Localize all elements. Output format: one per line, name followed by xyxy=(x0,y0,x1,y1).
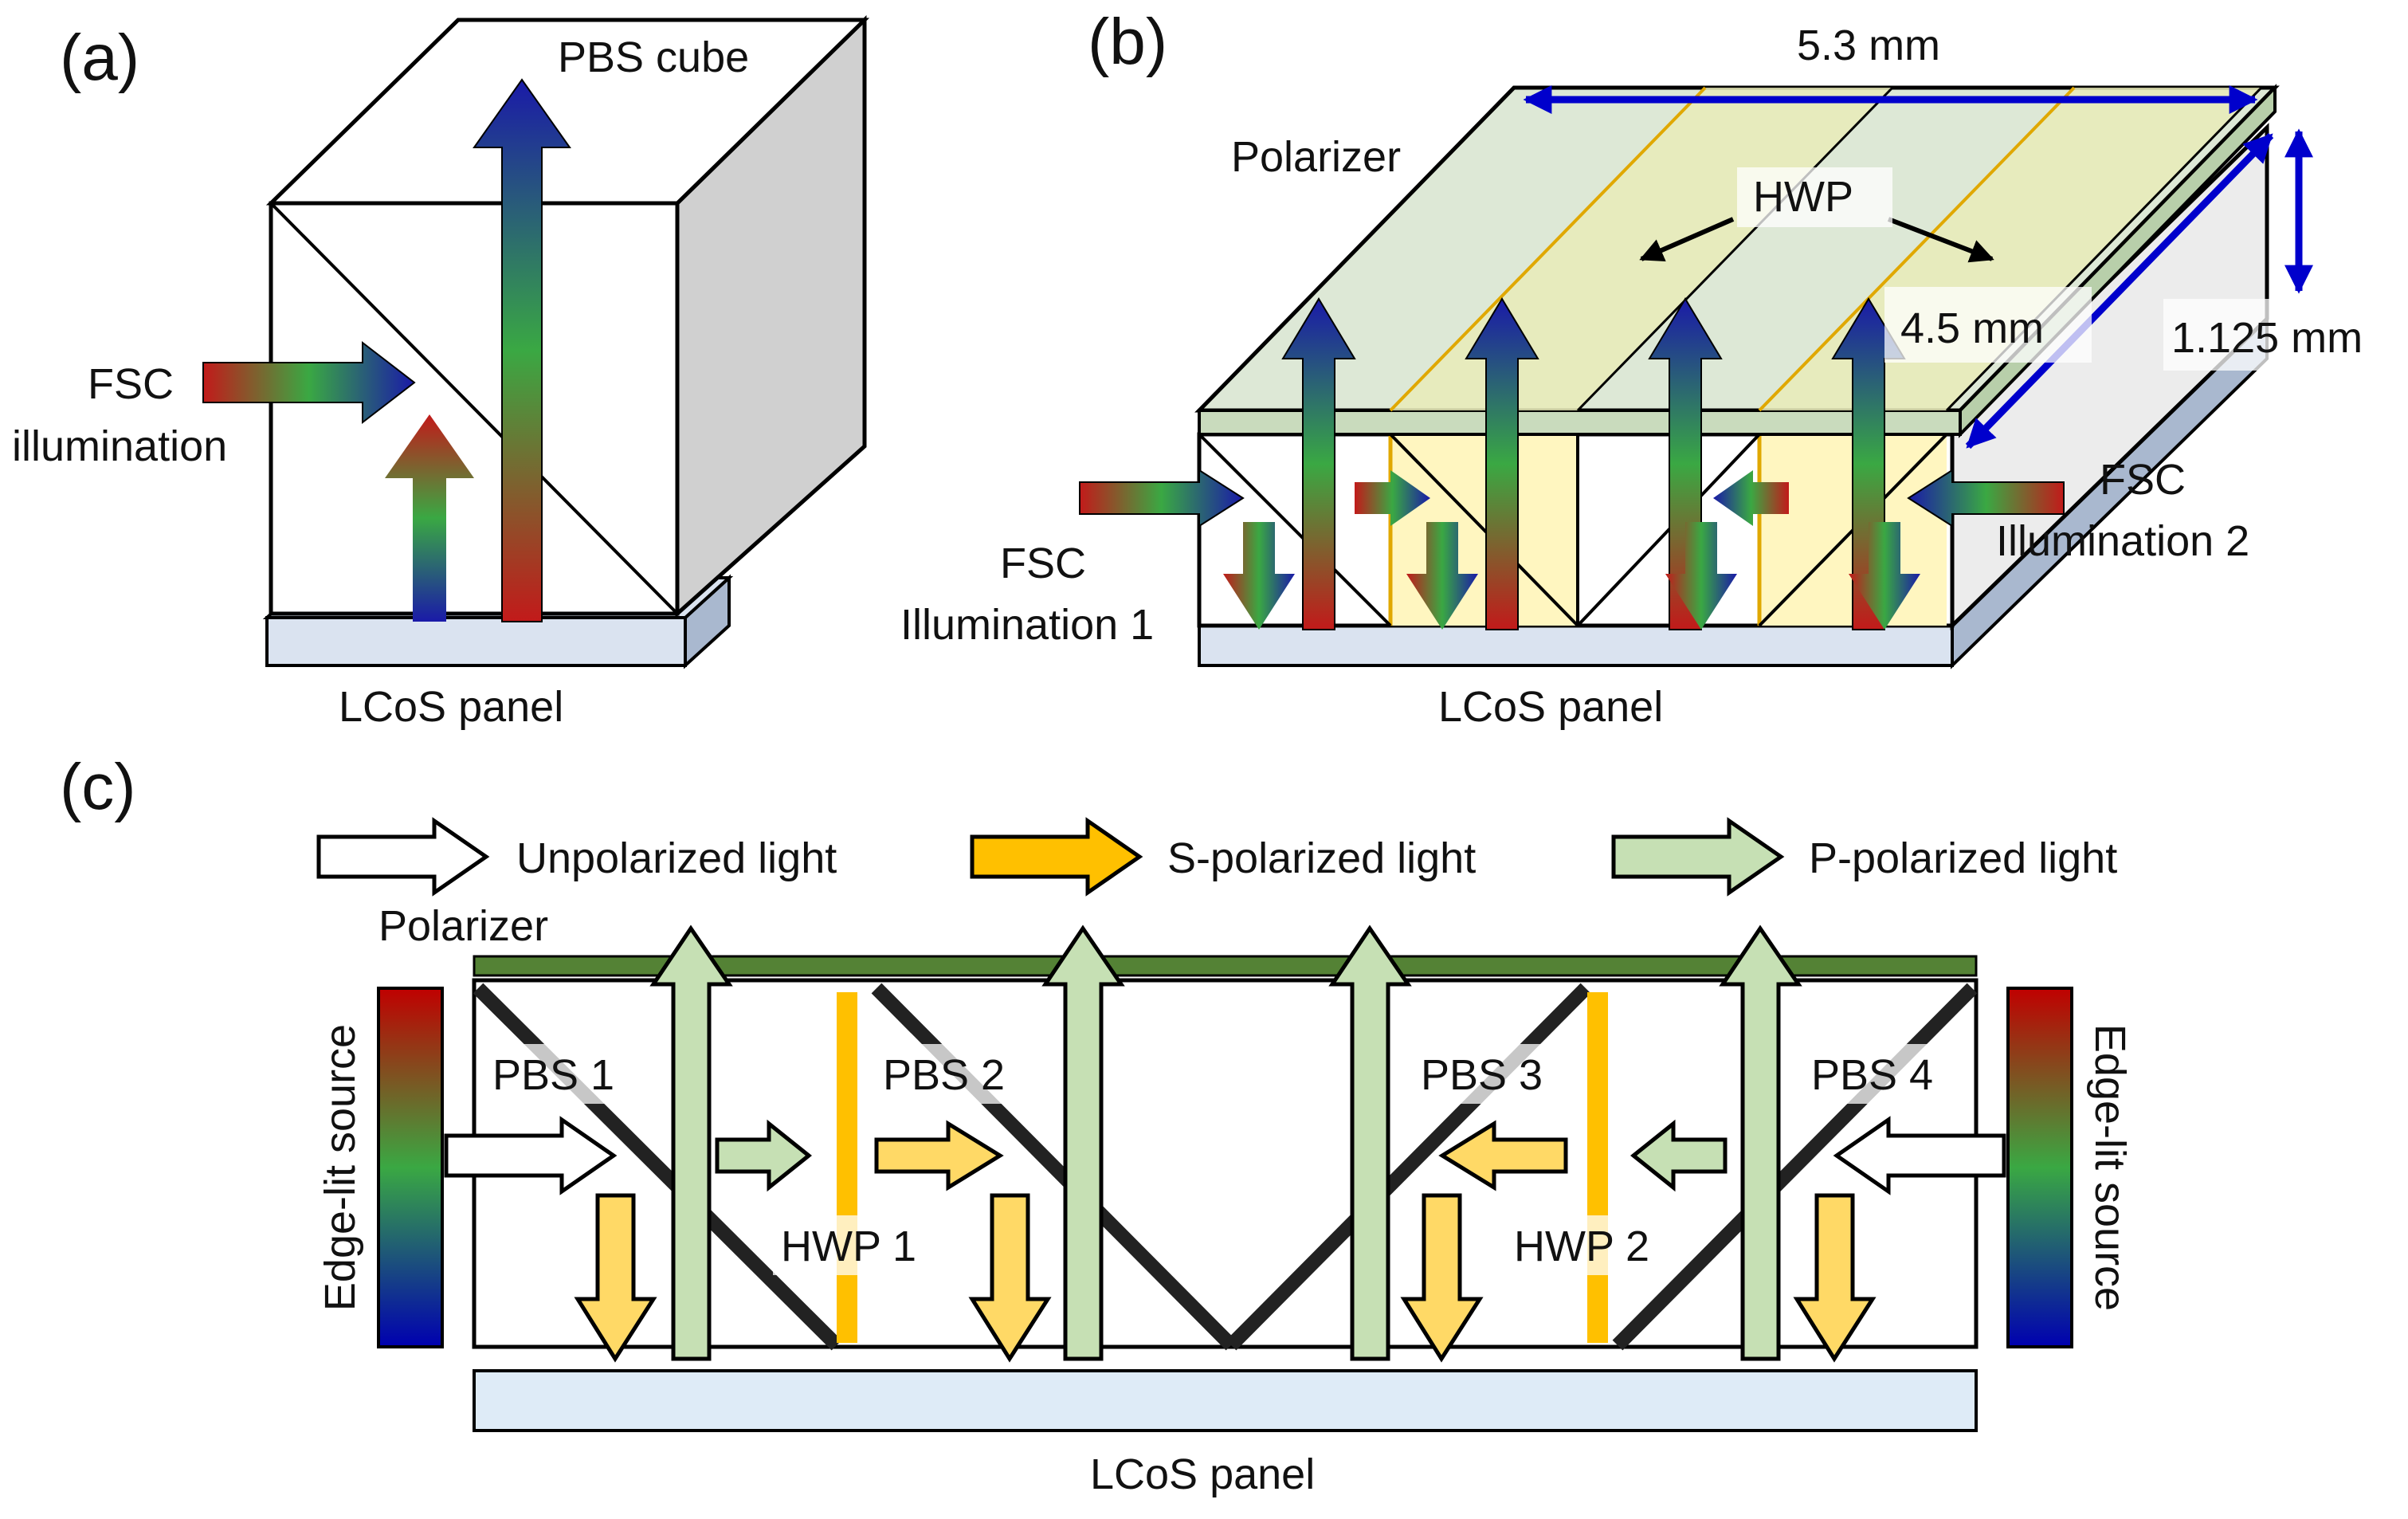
pbs2-label-bg xyxy=(873,1044,1032,1104)
legend-s-polarized-arrow xyxy=(970,817,1143,897)
hwp-label-b: HWP xyxy=(1753,173,1853,221)
panel-b-strip-edge-1 xyxy=(1576,86,1894,412)
panel-a-fsc-arrow xyxy=(202,340,416,425)
panel-b-lcos-front xyxy=(1198,624,1954,667)
unpolarized-arrow-right xyxy=(1833,1116,2006,1195)
lcos-label-a: LCoS panel xyxy=(339,683,563,731)
panel-b-down-arrow-3 xyxy=(1665,522,1737,630)
fsc2-label-line1: FSC xyxy=(2100,456,2186,504)
pbs2-label: PBS 2 xyxy=(883,1051,1005,1099)
hwp1-label-bg xyxy=(773,1215,940,1275)
panel-c-lcos xyxy=(473,1369,1978,1432)
hwp2-label-bg xyxy=(1506,1215,1673,1275)
panel-b-down-arrow-1 xyxy=(1223,522,1295,630)
panel-b-up-arrow-1 xyxy=(1281,297,1356,630)
panel-a-up-arrow xyxy=(473,78,571,622)
dim-depth-label: 4.5 mm xyxy=(1900,304,2044,352)
hwp-pointer-left xyxy=(1639,217,1735,261)
s-down-arrow-2 xyxy=(968,1193,1052,1363)
dim-width-label-bg xyxy=(1789,24,1972,72)
pbs1-label-bg xyxy=(482,1044,641,1104)
s-down-arrow-4 xyxy=(1793,1193,1877,1363)
p-horizontal-arrow-2 xyxy=(1630,1119,1728,1192)
legend-unpolarized-arrow xyxy=(316,817,490,897)
legend-p-polarized-label: P-polarized light xyxy=(1809,834,2117,882)
pbs4-label-bg xyxy=(1801,1044,1960,1104)
pbs3-label-bg xyxy=(1410,1044,1570,1104)
p-up-arrow-1 xyxy=(649,924,733,1361)
legend: Unpolarized light S-polarized light P-po… xyxy=(316,817,2117,897)
panel-a-down-arrow xyxy=(385,414,474,622)
fsc1-label-line1: FSC xyxy=(1000,540,1086,587)
panel-b-down-arrow-2 xyxy=(1406,522,1478,630)
panel-b-fsc2-arrow xyxy=(1907,469,2065,528)
panel-b-inner-arrow-1 xyxy=(1355,470,1430,526)
pbs3-label: PBS 3 xyxy=(1421,1051,1543,1099)
panel-c-polarizer-bar xyxy=(473,955,1978,977)
hwp1-label: HWP 1 xyxy=(781,1223,916,1270)
p-up-arrow-3 xyxy=(1328,924,1412,1361)
panel-a-letter: (a) xyxy=(60,22,139,94)
panel-c-s-down-arrows xyxy=(574,1193,1877,1363)
panel-b-letter: (b) xyxy=(1088,6,1167,78)
lcos-label-c: LCoS panel xyxy=(1090,1450,1315,1498)
panel-b-inner-arrow-2 xyxy=(1713,470,1789,526)
panel-b-hwp-edge-1 xyxy=(1389,86,1707,412)
p-up-arrow-2 xyxy=(1041,924,1125,1361)
edge-lit-label-right: Edge-lit source xyxy=(2086,1024,2134,1311)
pbs1-label: PBS 1 xyxy=(492,1051,614,1099)
panel-b-down-arrow-4 xyxy=(1849,522,1920,630)
hwp-pointer-right xyxy=(1887,217,1994,263)
dim-depth-label-bg xyxy=(1884,287,2092,363)
pbs4-label: PBS 4 xyxy=(1811,1051,1933,1099)
pbs-cube-label: PBS cube xyxy=(558,33,749,81)
dim-height-label: 1.125 mm xyxy=(2171,314,2363,362)
panel-c-letter: (c) xyxy=(60,751,136,823)
polarizer-label-c: Polarizer xyxy=(378,902,548,950)
s-down-arrow-1 xyxy=(574,1193,657,1363)
hwp-label-bg xyxy=(1737,167,1892,227)
panel-b-fsc1-arrow xyxy=(1079,469,1245,528)
panel-a-lcos-front xyxy=(265,616,687,667)
panel-b-down-arrows xyxy=(1223,522,1920,630)
panel-b-pbs-diag-2 xyxy=(1389,433,1579,627)
panel-c-hwp1-strip xyxy=(837,992,857,1343)
edge-lit-source-right xyxy=(2006,987,2073,1348)
panel-a: (a) PBS cube FSC illumination LCoS panel xyxy=(12,15,870,731)
s-down-arrow-3 xyxy=(1400,1193,1484,1363)
panel-b-up-arrow-2 xyxy=(1465,297,1539,630)
dim-width-label: 5.3 mm xyxy=(1797,22,1940,69)
panel-b: (b) Polarizer HWP 5.3 mm 4.5 mm 1.125 mm… xyxy=(900,6,2402,731)
fsc2-label-line2: Illumination 2 xyxy=(1996,517,2249,565)
hwp2-label: HWP 2 xyxy=(1514,1223,1649,1270)
s-horizontal-arrow-1 xyxy=(874,1120,1004,1191)
fsc-label-a-line2: illumination xyxy=(12,422,227,470)
fsc1-label-line2: Illumination 1 xyxy=(900,601,1154,649)
p-up-arrow-4 xyxy=(1719,924,1802,1361)
panel-c-hwp2-strip xyxy=(1587,992,1608,1343)
lcos-label-b: LCoS panel xyxy=(1438,683,1663,731)
dim-height-label-bg xyxy=(2163,299,2402,371)
dim-depth-arrow xyxy=(1965,132,2274,449)
unpolarized-arrow-left xyxy=(444,1116,618,1195)
panel-c-p-up-arrows xyxy=(649,924,1802,1361)
p-horizontal-arrow-1 xyxy=(715,1119,813,1192)
polarizer-label-b: Polarizer xyxy=(1231,133,1401,181)
legend-unpolarized-label: Unpolarized light xyxy=(516,834,837,882)
panel-c: (c) Unpolarized light S-polarized light … xyxy=(60,751,2134,1498)
s-horizontal-arrow-2 xyxy=(1438,1120,1568,1191)
edge-lit-source-left xyxy=(377,987,444,1348)
legend-p-polarized-arrow xyxy=(1611,817,1785,897)
legend-s-polarized-label: S-polarized light xyxy=(1167,834,1476,882)
fsc-label-a-line1: FSC xyxy=(88,360,174,408)
panel-b-pbs-diag-1 xyxy=(1198,433,1392,627)
panel-a-pbs-diagonal xyxy=(269,202,679,615)
edge-lit-label-left: Edge-lit source xyxy=(316,1024,364,1311)
